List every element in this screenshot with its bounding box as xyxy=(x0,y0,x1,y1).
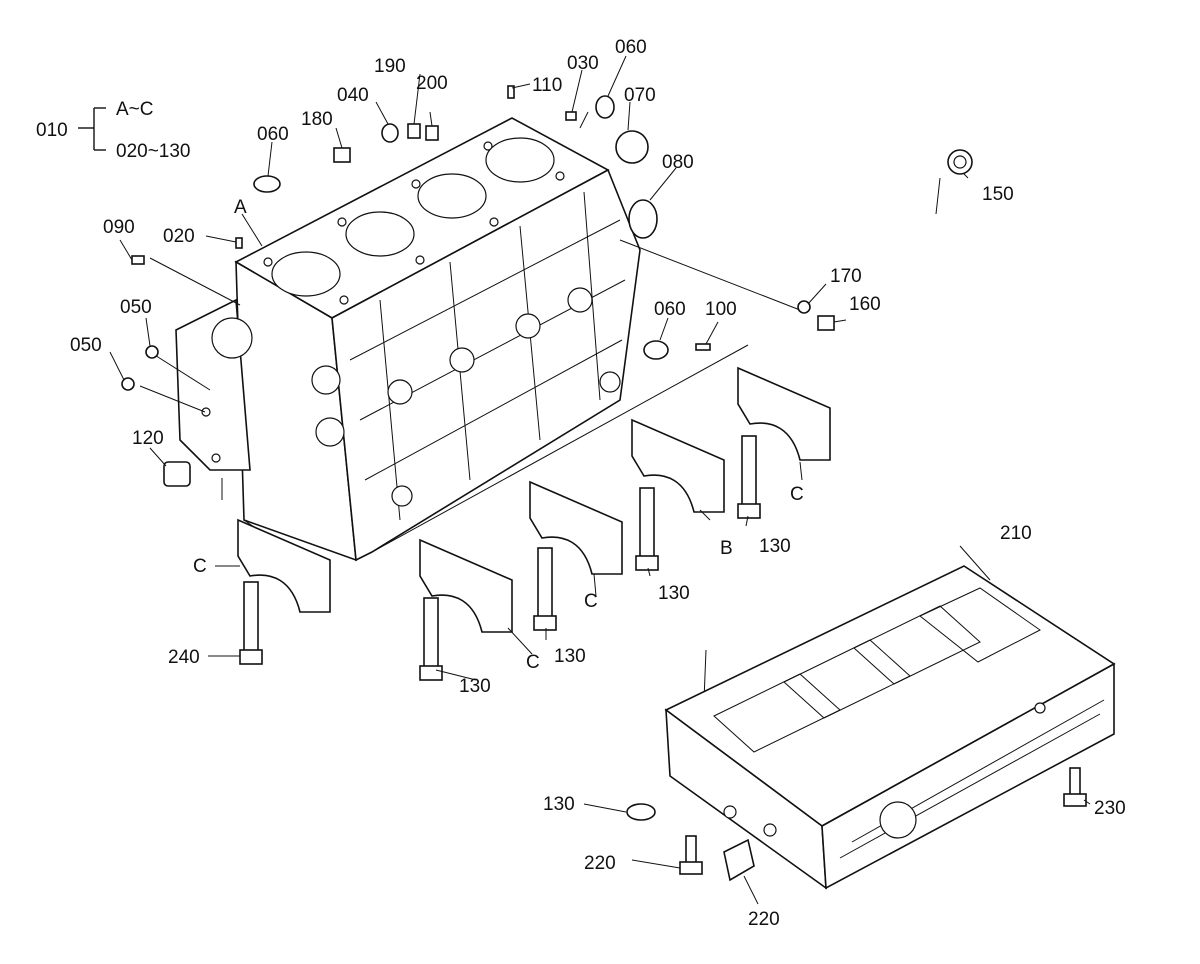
leader-lines xyxy=(109,55,1091,905)
callout-130: 130 xyxy=(554,646,586,667)
legend-branch-top-label: A~C xyxy=(116,99,154,120)
callout-C: C xyxy=(584,591,598,612)
callout-C: C xyxy=(193,556,207,577)
legend-root-label: 010 xyxy=(36,120,68,141)
callout-230: 130 xyxy=(543,794,575,815)
callout-180: 180 xyxy=(301,109,333,130)
callout-240: 220 xyxy=(748,909,780,930)
callout-170: 170 xyxy=(830,266,862,287)
bearing-cap-bolts xyxy=(239,435,761,681)
callout-160: 160 xyxy=(849,294,881,315)
cylinder-block xyxy=(175,117,641,562)
callout-050: 050 xyxy=(120,297,152,318)
legend-branch-bottom-label: 020~130 xyxy=(116,141,191,162)
callout-130: 130 xyxy=(759,536,791,557)
callout-C: C xyxy=(526,652,540,673)
callout-A: A xyxy=(234,197,247,218)
callout-060: 060 xyxy=(615,37,647,58)
callout-120: 120 xyxy=(132,428,164,449)
callout-020: 020 xyxy=(163,226,195,247)
callout-070: 070 xyxy=(624,85,656,106)
callout-080: 080 xyxy=(662,152,694,173)
legend-bracket xyxy=(78,107,106,151)
callout-210: 210 xyxy=(1000,523,1032,544)
bearing-caps xyxy=(237,366,831,633)
callout-050: 050 xyxy=(70,335,102,356)
callout-090: 090 xyxy=(103,217,135,238)
callout-C: C xyxy=(790,484,804,505)
callout-220: 230 xyxy=(1094,798,1126,819)
callout-200: 200 xyxy=(416,73,448,94)
crankcase-small-parts xyxy=(626,767,1087,882)
callout-130: 130 xyxy=(459,676,491,697)
callout-B: B xyxy=(720,538,733,559)
callout-040: 040 xyxy=(337,85,369,106)
callout-190: 190 xyxy=(374,56,406,77)
callout-110: 110 xyxy=(532,75,562,96)
callout-060: 060 xyxy=(257,124,289,145)
lower-crankcase xyxy=(664,565,1116,890)
callout-150: 150 xyxy=(982,184,1014,205)
callout-100: 100 xyxy=(705,299,737,320)
callout-220: 220 xyxy=(584,853,616,874)
callout-030: 030 xyxy=(567,53,599,74)
callout-130: 240 xyxy=(168,647,200,668)
callout-060: 060 xyxy=(654,299,686,320)
callout-130: 130 xyxy=(658,583,690,604)
